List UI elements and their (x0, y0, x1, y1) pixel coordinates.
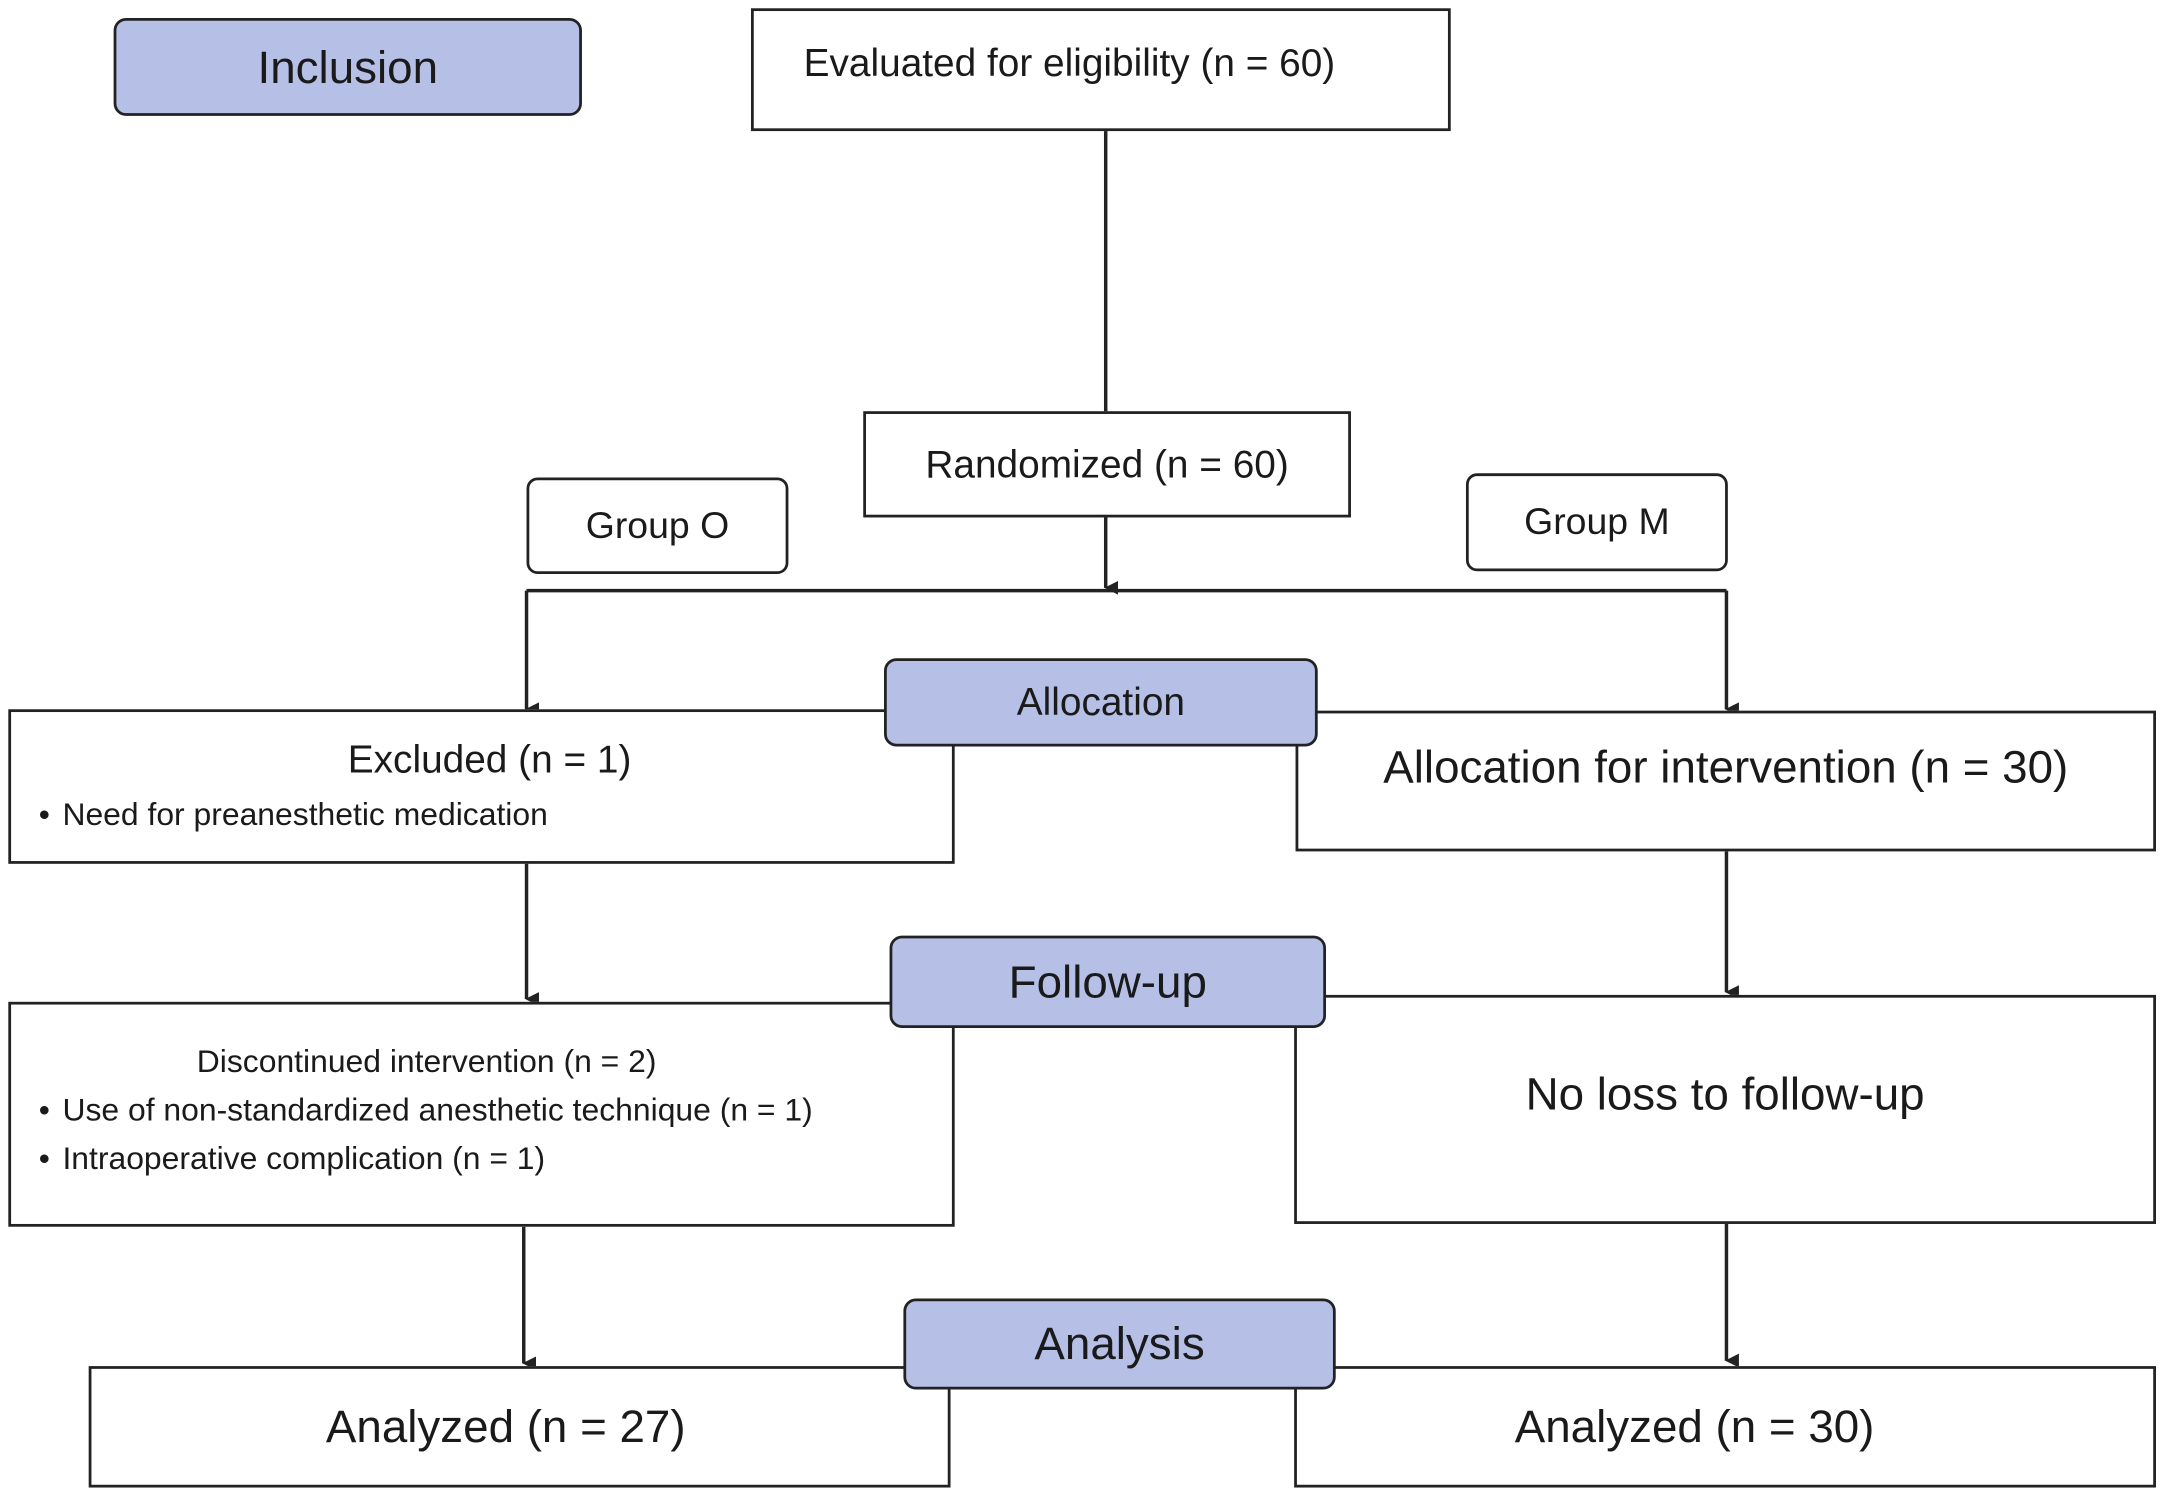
stage-inclusion: Inclusion (113, 17, 582, 116)
evaluated-text: Evaluated for eligibility (n = 60) (803, 41, 1336, 85)
left-analysis-box: Analyzed (n = 27) (88, 1366, 951, 1488)
randomized-box: Randomized (n = 60) (863, 411, 1351, 518)
group-m-label: Group M (1524, 500, 1670, 543)
left-follow-up-bullet-2: Intraoperative complication (n = 1) (39, 1140, 545, 1177)
stage-analysis: Analysis (903, 1298, 1336, 1390)
right-follow-up-text: No loss to follow-up (1525, 1068, 1925, 1120)
evaluated-box: Evaluated for eligibility (n = 60) (750, 8, 1451, 132)
stage-allocation-label: Allocation (1016, 680, 1185, 724)
stage-allocation: Allocation (884, 658, 1318, 747)
right-follow-up-box: No loss to follow-up (1294, 994, 2156, 1224)
left-analysis-text: Analyzed (n = 27) (325, 1400, 686, 1452)
right-allocation-text: Allocation for intervention (n = 30) (1383, 741, 2069, 793)
right-allocation-box: Allocation for intervention (n = 30) (1295, 710, 2156, 852)
left-follow-up-title: Discontinued intervention (n = 2) (196, 1043, 657, 1080)
left-follow-up-bullet-1: Use of non-standardized anesthetic techn… (39, 1092, 812, 1129)
right-analysis-text: Analyzed (n = 30) (1514, 1400, 1875, 1452)
left-allocation-title: Excluded (n = 1) (347, 738, 632, 782)
stage-inclusion-label: Inclusion (257, 40, 439, 92)
group-m-label-box: Group M (1465, 473, 1728, 572)
group-o-label-box: Group O (526, 477, 789, 575)
stage-follow-up-label: Follow-up (1008, 955, 1207, 1007)
stage-follow-up: Follow-up (889, 935, 1327, 1029)
stage-analysis-label: Analysis (1034, 1317, 1205, 1369)
left-follow-up-box: Discontinued intervention (n = 2) Use of… (8, 1001, 955, 1227)
left-allocation-box: Excluded (n = 1) Need for preanesthetic … (8, 709, 955, 864)
right-analysis-box: Analyzed (n = 30) (1294, 1366, 2156, 1488)
group-o-label: Group O (585, 504, 730, 546)
randomized-text: Randomized (n = 60) (925, 442, 1289, 486)
left-allocation-bullet: Need for preanesthetic medication (39, 796, 547, 833)
